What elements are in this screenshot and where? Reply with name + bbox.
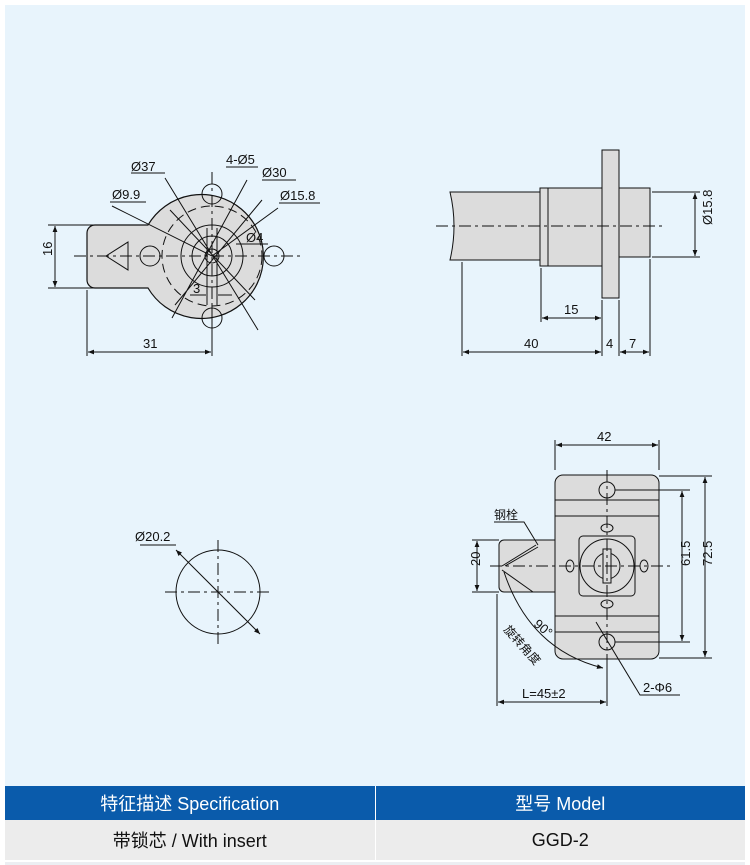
label-l7: 7 — [629, 336, 636, 351]
circle-view — [140, 540, 272, 645]
cell-model: GGD-2 — [375, 820, 745, 860]
label-l15: 15 — [564, 302, 578, 317]
label-h72-5: 72.5 — [700, 541, 715, 566]
front-view — [48, 166, 320, 356]
label-w3: 3 — [193, 281, 200, 296]
label-d20-2: Ø20.2 — [135, 529, 170, 544]
label-4-holes: 4-Ø5 — [226, 152, 255, 167]
cell-specification: 带锁芯 / With insert — [5, 820, 376, 860]
header-model: 型号 Model — [375, 786, 745, 820]
label-d9-9: Ø9.9 — [112, 187, 140, 202]
table-row: 带锁芯 / With insert GGD-2 — [5, 820, 745, 860]
header-specification: 特征描述 Specification — [5, 786, 376, 820]
label-w42: 42 — [597, 429, 611, 444]
label-d15-8: Ø15.8 — [280, 188, 315, 203]
label-bolt: 钢栓 — [494, 507, 518, 522]
label-l31: 31 — [143, 336, 157, 351]
label-length: L=45±2 — [522, 686, 566, 701]
side-view — [436, 149, 700, 356]
label-l4: 4 — [606, 336, 613, 351]
label-d30: Ø30 — [262, 165, 287, 180]
label-h20: 20 — [468, 552, 483, 566]
label-h16: 16 — [40, 242, 55, 256]
label-h61-5: 61.5 — [678, 541, 693, 566]
label-2-holes: 2-Φ6 — [643, 680, 672, 695]
label-d4: Ø4 — [246, 230, 263, 245]
label-l40: 40 — [524, 336, 538, 351]
bottom-divider — [5, 862, 745, 865]
spec-table: 特征描述 Specification 型号 Model 带锁芯 / With i… — [5, 786, 745, 860]
label-side-d15-8: Ø15.8 — [700, 190, 715, 225]
back-view — [472, 440, 712, 706]
drawing-panel: Ø37 4-Ø5 Ø30 Ø9.9 Ø15.8 Ø4 3 16 31 Ø15.8… — [5, 5, 745, 786]
label-angle: 90° — [531, 616, 556, 640]
technical-drawing: Ø37 4-Ø5 Ø30 Ø9.9 Ø15.8 Ø4 3 16 31 Ø15.8… — [40, 149, 715, 706]
label-d37: Ø37 — [131, 159, 156, 174]
